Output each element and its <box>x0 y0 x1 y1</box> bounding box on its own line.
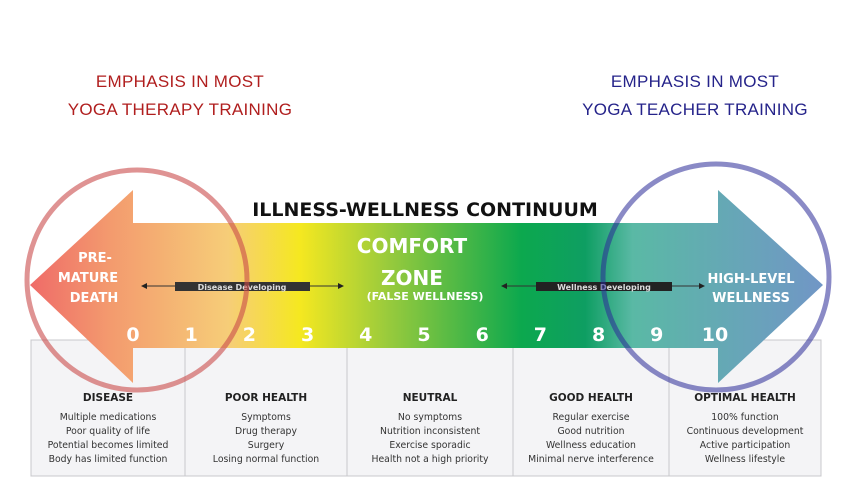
label-line: ZONE <box>381 266 443 290</box>
column-item: Minimal nerve interference <box>528 454 654 465</box>
yoga-therapy-emphasis-circle <box>24 167 250 393</box>
comfort-zone-label: COMFORT ZONE (FALSE WELLNESS) <box>357 234 484 303</box>
continuum-arrow <box>30 190 823 383</box>
column-item: Active participation <box>700 440 791 451</box>
column-item: Losing normal function <box>213 454 319 465</box>
column-item: Poor quality of life <box>66 426 151 437</box>
heading-line: YOGA TEACHER TRAINING <box>582 100 808 119</box>
scale-number: 3 <box>301 324 314 346</box>
disease-developing-label: Disease Developing <box>198 283 287 292</box>
label-line: PRE- <box>78 251 112 266</box>
scale-number: 10 <box>702 324 728 346</box>
column-item: Multiple medications <box>60 412 157 423</box>
label-line: DEATH <box>70 291 118 306</box>
diagram-title: ILLNESS-WELLNESS CONTINUUM <box>252 199 598 221</box>
column-title: POOR HEALTH <box>225 392 307 404</box>
scale-numbers: 0 1 2 3 4 5 6 7 8 9 10 <box>126 324 728 346</box>
label-line: HIGH-LEVEL <box>707 272 794 287</box>
scale-number: 0 <box>126 324 139 346</box>
column-title: GOOD HEALTH <box>549 392 633 404</box>
heading-line: YOGA THERAPY TRAINING <box>67 100 293 119</box>
scale-number: 4 <box>359 324 372 346</box>
label-line: (FALSE WELLNESS) <box>367 290 484 303</box>
column-item: Health not a high priority <box>371 454 489 465</box>
column-item: Drug therapy <box>235 426 297 437</box>
label-line: WELLNESS <box>712 291 790 306</box>
premature-death-label: PRE- MATURE DEATH <box>58 251 118 306</box>
label-line: COMFORT <box>357 234 468 258</box>
scale-number: 6 <box>476 324 489 346</box>
heading-line: EMPHASIS IN MOST <box>95 72 265 91</box>
label-line: MATURE <box>58 271 118 286</box>
column-item: Exercise sporadic <box>389 440 470 451</box>
scale-number: 1 <box>185 324 198 346</box>
column-item: No symptoms <box>398 412 462 423</box>
column-item: Wellness education <box>546 440 636 451</box>
column-item: Nutrition inconsistent <box>380 426 480 437</box>
column-item: Regular exercise <box>553 412 630 423</box>
column-item: Wellness lifestyle <box>705 454 786 465</box>
yoga-therapy-emphasis-heading: EMPHASIS IN MOST YOGA THERAPY TRAINING <box>40 68 320 124</box>
disease-developing-bar: Disease Developing <box>141 282 344 292</box>
scale-number: 5 <box>417 324 430 346</box>
column-item: Surgery <box>248 440 285 451</box>
yoga-teacher-emphasis-circle <box>600 161 832 393</box>
column-item: Body has limited function <box>49 454 168 465</box>
column-item: Potential becomes limited <box>48 440 169 451</box>
yoga-teacher-emphasis-heading: EMPHASIS IN MOST YOGA TEACHER TRAINING <box>555 68 835 124</box>
scale-number: 8 <box>592 324 605 346</box>
column-item: Continuous development <box>687 426 804 437</box>
high-level-wellness-label: HIGH-LEVEL WELLNESS <box>707 272 794 306</box>
column-item: Good nutrition <box>557 426 624 437</box>
heading-line: EMPHASIS IN MOST <box>610 72 780 91</box>
scale-number: 7 <box>534 324 547 346</box>
scale-number: 9 <box>650 324 663 346</box>
column-title: OPTIMAL HEALTH <box>694 392 796 404</box>
column-item: 100% function <box>711 412 779 423</box>
column-item: Symptoms <box>241 412 291 423</box>
column-title: NEUTRAL <box>403 392 458 404</box>
scale-number: 2 <box>243 324 256 346</box>
column-title: DISEASE <box>83 392 133 404</box>
